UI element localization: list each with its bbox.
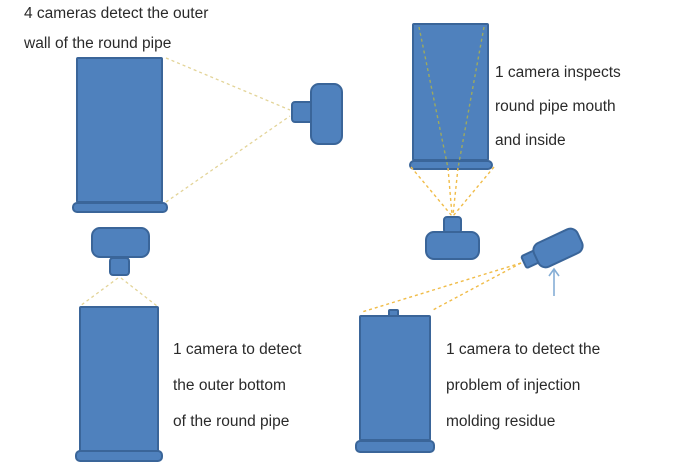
- beam-line: [430, 262, 522, 312]
- label-line: 1 camera to detect: [173, 341, 302, 358]
- label-bottom-left: 1 camera to detect the outer bottom of t…: [173, 332, 301, 440]
- beam-line: [165, 57, 291, 111]
- up-arrow-head-icon: [548, 267, 560, 277]
- beam-line: [79, 277, 119, 307]
- label-line: problem of injection: [446, 377, 581, 394]
- pipe-body-icon: [76, 57, 163, 203]
- camera-lens-icon: [109, 257, 130, 276]
- pipe-body-icon: [79, 306, 159, 452]
- pipe-body-icon: [412, 23, 489, 161]
- pipe-base-lip-icon: [355, 440, 435, 453]
- label-top-left: 4 cameras detect the outer wall of the r…: [24, 0, 208, 59]
- label-line: of the round pipe: [173, 413, 290, 430]
- pipe-mouth-lip-icon: [409, 160, 493, 170]
- label-line: 1 camera inspects: [495, 64, 621, 81]
- camera-body-icon: [425, 231, 480, 260]
- label-bottom-right: 1 camera to detect the problem of inject…: [446, 332, 600, 440]
- pipe-body-icon: [359, 315, 431, 441]
- camera-body-icon: [529, 224, 587, 272]
- label-line: 1 camera to detect the: [446, 341, 601, 358]
- camera-body-icon: [310, 83, 343, 145]
- beam-line: [165, 115, 291, 203]
- beam-line: [410, 166, 453, 217]
- pipe-mouth-lip-icon: [75, 450, 163, 462]
- beam-line: [361, 262, 522, 313]
- label-line: round pipe mouth: [495, 98, 616, 115]
- label-line: 4 cameras detect the outer: [24, 5, 209, 22]
- beam-line: [120, 277, 158, 307]
- label-line: the outer bottom: [173, 377, 286, 394]
- beam-line: [447, 167, 453, 216]
- label-line: and inside: [495, 132, 566, 149]
- camera-body-icon: [91, 227, 150, 258]
- pipe-mouth-lip-icon: [72, 202, 168, 213]
- label-line: wall of the round pipe: [24, 35, 172, 52]
- beam-line: [452, 167, 459, 216]
- beam-line: [452, 166, 495, 217]
- label-top-right: 1 camera inspects round pipe mouth and i…: [495, 56, 621, 158]
- label-line: molding residue: [446, 413, 556, 430]
